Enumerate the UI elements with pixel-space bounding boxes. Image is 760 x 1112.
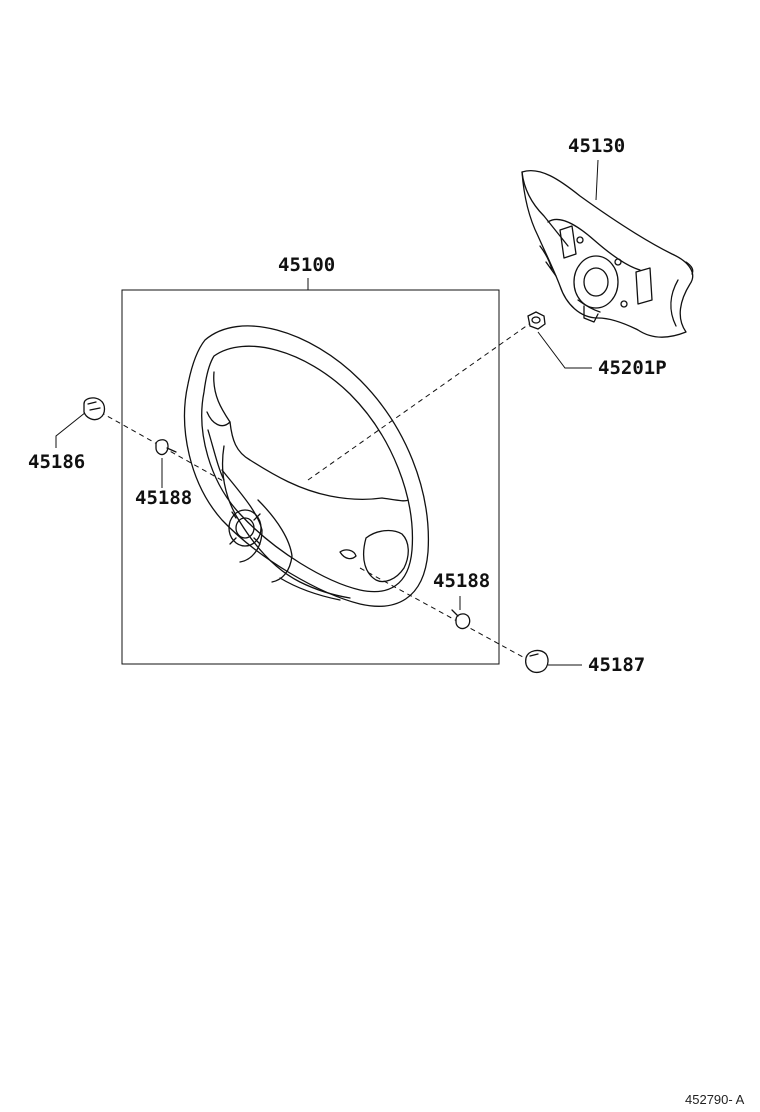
cover-45186 (83, 397, 106, 421)
leader-45130 (595, 159, 599, 201)
screw-45188-right (451, 609, 471, 630)
nut-45201p (527, 311, 546, 330)
cover-45187 (525, 649, 549, 674)
dash-line-left (99, 411, 226, 483)
leader-45201p (537, 331, 592, 369)
dash-line-upper (307, 321, 533, 481)
label-45188-right: 45188 (433, 570, 491, 592)
steering-wheel-45100 (183, 325, 430, 607)
label-45100: 45100 (278, 254, 336, 276)
label-45188-left: 45188 (135, 487, 193, 509)
label-45186: 45186 (28, 451, 86, 473)
screw-45188-left (155, 439, 177, 456)
leader-45186 (55, 411, 87, 448)
diagram-code: 452790- A (685, 1092, 745, 1107)
label-45130: 45130 (568, 135, 626, 157)
label-45187: 45187 (588, 654, 646, 676)
assembly-box (121, 289, 500, 665)
dash-line-lower (359, 567, 533, 663)
horn-pad-45130 (521, 170, 694, 338)
label-45201p: 45201P (598, 357, 667, 379)
